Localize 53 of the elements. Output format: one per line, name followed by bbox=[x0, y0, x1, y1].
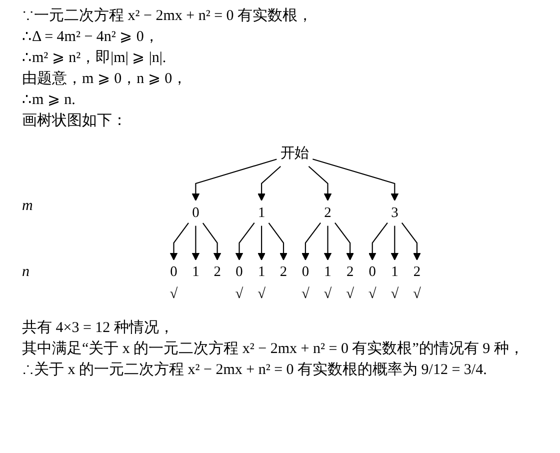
solution-text: ∴m ⩾ n. bbox=[22, 91, 76, 110]
arrow bbox=[390, 226, 398, 260]
solution-text: 共有 4×3 = 12 种情况， bbox=[22, 318, 175, 338]
solution-text: ∴m² ⩾ n²，即|m| ⩾ |n|. bbox=[22, 49, 168, 68]
arrow bbox=[257, 226, 266, 260]
node-text: 0 bbox=[301, 264, 309, 280]
node-text: 2 bbox=[413, 264, 420, 280]
node-text: 0 bbox=[192, 205, 199, 220]
arrow bbox=[323, 226, 332, 260]
node-text: 开始 bbox=[280, 146, 309, 161]
node-label: √ bbox=[169, 286, 178, 302]
node-text: 0 bbox=[170, 264, 177, 280]
node-text: 1 bbox=[192, 264, 199, 280]
arrow bbox=[368, 222, 388, 260]
node-text: 3 bbox=[390, 205, 398, 220]
arrow bbox=[268, 222, 288, 260]
solution-text: 由题意，m ⩾ 0，n ⩾ 0， bbox=[22, 70, 188, 89]
arrow bbox=[191, 226, 200, 260]
row-label: m bbox=[22, 197, 33, 216]
arrow bbox=[169, 222, 189, 260]
node-text: 2 bbox=[280, 264, 287, 280]
node-label: √ bbox=[390, 286, 398, 302]
arrow bbox=[234, 222, 254, 260]
node-text: 2 bbox=[346, 264, 354, 280]
row-label: n bbox=[22, 263, 30, 282]
arrow bbox=[257, 166, 281, 201]
node-text: 0 bbox=[235, 264, 242, 280]
node-text: 1 bbox=[258, 264, 265, 280]
arrow bbox=[401, 222, 421, 260]
node-label: √ bbox=[257, 286, 266, 302]
arrow bbox=[308, 166, 332, 201]
node-label: √ bbox=[323, 286, 332, 302]
arrow bbox=[191, 158, 276, 201]
arrow bbox=[301, 222, 321, 260]
node-text: 1 bbox=[390, 264, 398, 280]
node-text: 2 bbox=[213, 264, 221, 280]
solution-text: 画树状图如下： bbox=[22, 112, 128, 131]
node-label: √ bbox=[301, 286, 310, 302]
solution-text: ∵一元二次方程 x² − 2mx + n² = 0 有实数根， bbox=[22, 6, 314, 26]
node-text: 1 bbox=[324, 264, 331, 280]
arrow bbox=[312, 158, 398, 201]
node-label: √ bbox=[346, 286, 354, 302]
arrow bbox=[334, 222, 354, 260]
arrow bbox=[202, 222, 221, 260]
node-label: √ bbox=[368, 286, 376, 302]
solution-text: ∴Δ = 4m² − 4n² ⩾ 0， bbox=[22, 28, 160, 47]
node-text: 0 bbox=[368, 264, 376, 280]
solution-text: 其中满足“关于 x 的一元二次方程 x² − 2mx + n² = 0 有实数根”的情况有 9 种， bbox=[22, 339, 525, 359]
solution-text: ∴关于 x 的一元二次方程 x² − 2mx + n² = 0 有实数根的概率为 9/12 = 3/4. bbox=[22, 360, 488, 380]
node-text: 2 bbox=[324, 205, 331, 220]
node-text: 1 bbox=[258, 205, 265, 220]
node-label: √ bbox=[412, 286, 421, 302]
node-label: √ bbox=[234, 286, 243, 302]
